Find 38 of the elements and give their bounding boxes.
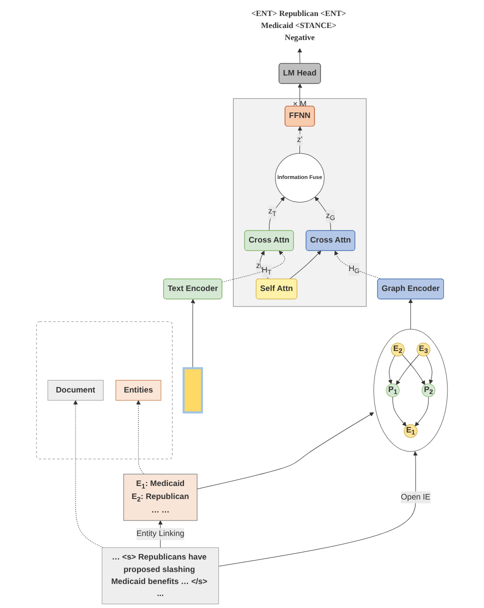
arrow (402, 354, 426, 385)
arrow (408, 298, 413, 330)
node-circle: E$_{2}$ (390, 342, 405, 356)
node-circle: E$_{3}$ (416, 342, 430, 356)
edge-label: Open IE (400, 492, 430, 502)
edge-label: z (256, 261, 260, 270)
node-circle: P$_{2}$ (422, 383, 436, 398)
edge-label: H$_{G}$ (348, 264, 360, 275)
arrow (298, 48, 302, 64)
node-bar (182, 367, 203, 414)
arrow (414, 396, 429, 426)
arrow (196, 412, 374, 490)
edge-label: Entity Linking (136, 530, 184, 538)
arrow (73, 400, 104, 548)
arrow (334, 250, 382, 280)
edge-label: z$_{T}$ (268, 207, 276, 218)
arrow (190, 299, 196, 368)
edge-label: z$_{G}$ (326, 211, 336, 222)
node-box: Entities (116, 380, 162, 401)
node-circle: E$_{1}$ (404, 424, 418, 438)
arrow (289, 250, 322, 280)
edge-label: H$_{T}$ (262, 266, 272, 276)
edge-label: z' (296, 135, 303, 144)
node-circle: P$_{1}$ (386, 383, 400, 398)
cluster (374, 328, 448, 452)
arrow (388, 355, 396, 384)
arrow (136, 400, 144, 474)
arrow (426, 355, 434, 384)
arrow (392, 396, 406, 426)
arrow (298, 84, 302, 107)
cluster (36, 321, 173, 460)
node-box: E$_{1}$: Medicaid E$_{2}$: Republican … … (123, 474, 198, 521)
node-text: <ENT> Republican <ENT> Medicaid <STANCE> Negative (251, 10, 346, 42)
node-box: … <s> Republicans have proposed slashing Medicaid benefits … </s> ... (102, 547, 219, 604)
node-box: Document (48, 380, 104, 401)
arrow (268, 196, 285, 231)
arrow (396, 354, 420, 385)
arrow (218, 451, 418, 567)
